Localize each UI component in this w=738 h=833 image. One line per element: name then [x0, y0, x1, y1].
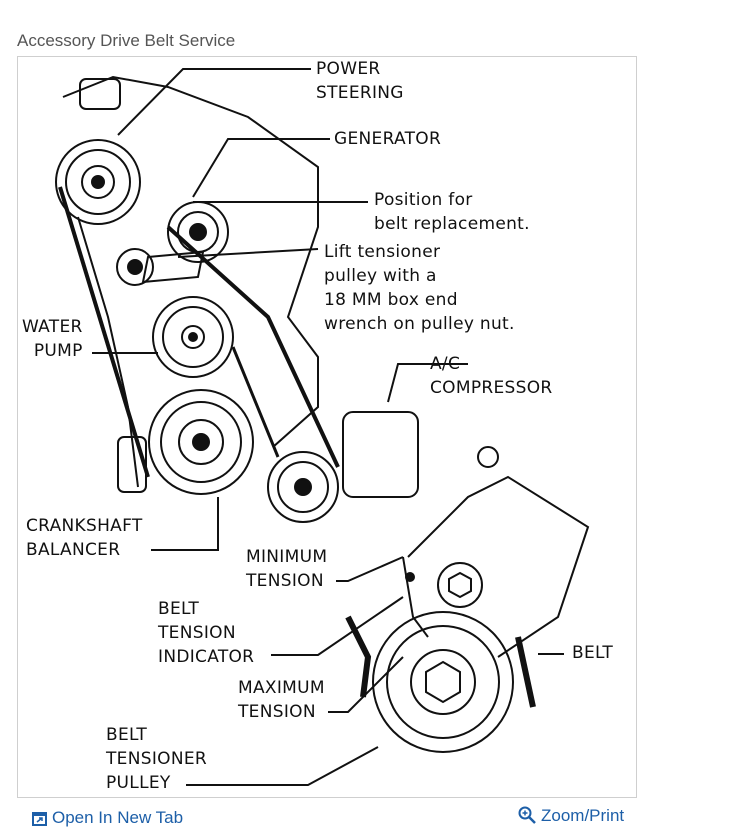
- water-pump-label: WATER PUMP: [22, 317, 83, 361]
- crankshaft-balancer: [148, 389, 254, 495]
- power-steering-label: POWER STEERING: [316, 59, 404, 103]
- external-window-icon: [32, 811, 47, 831]
- open-new-tab-link[interactable]: Open In New Tab: [32, 808, 183, 831]
- drive-belt-mid: [231, 346, 280, 458]
- water-pump-pulley: [152, 296, 234, 378]
- position-label: Position for belt replacement.: [374, 190, 530, 234]
- lift-tensioner-label: Lift tensioner pulley with a 18 MM box e…: [324, 242, 515, 334]
- minimum-tension-label: MINIMUM TENSION: [246, 547, 328, 591]
- diagram-caption: Accessory Drive Belt Service: [17, 31, 236, 50]
- magnifier-icon: [518, 806, 536, 829]
- belt-tension-indicator-label: BELT TENSION INDICATOR: [158, 599, 255, 667]
- ps-reservoir: [79, 78, 121, 110]
- generator-label: GENERATOR: [334, 129, 442, 149]
- belt-diagram-drawing: [55, 68, 590, 786]
- maximum-tension-label: MAXIMUM TENSION: [238, 678, 325, 722]
- zoom-print-link[interactable]: Zoom/Print: [518, 806, 624, 829]
- tensioner-detail: [345, 446, 590, 753]
- upper-tensioner: [116, 248, 205, 286]
- belt-tensioner-pulley-label: BELT TENSIONER PULLEY: [106, 725, 207, 793]
- engine-block-outline: [62, 75, 319, 448]
- belt-label: BELT: [572, 643, 614, 663]
- crankshaft-balancer-label: CRANKSHAFT BALANCER: [26, 516, 143, 560]
- engine-block-lower: [77, 216, 139, 488]
- ac-compressor-label: A/C COMPRESSOR: [430, 354, 553, 398]
- ac-compressor: [117, 411, 419, 523]
- diagram-frame: POWER STEERING GENERATOR Position for be…: [17, 56, 637, 798]
- power-steering-pulley: [55, 139, 141, 225]
- drive-belt-left: [58, 186, 150, 478]
- drive-belt-right: [166, 225, 340, 468]
